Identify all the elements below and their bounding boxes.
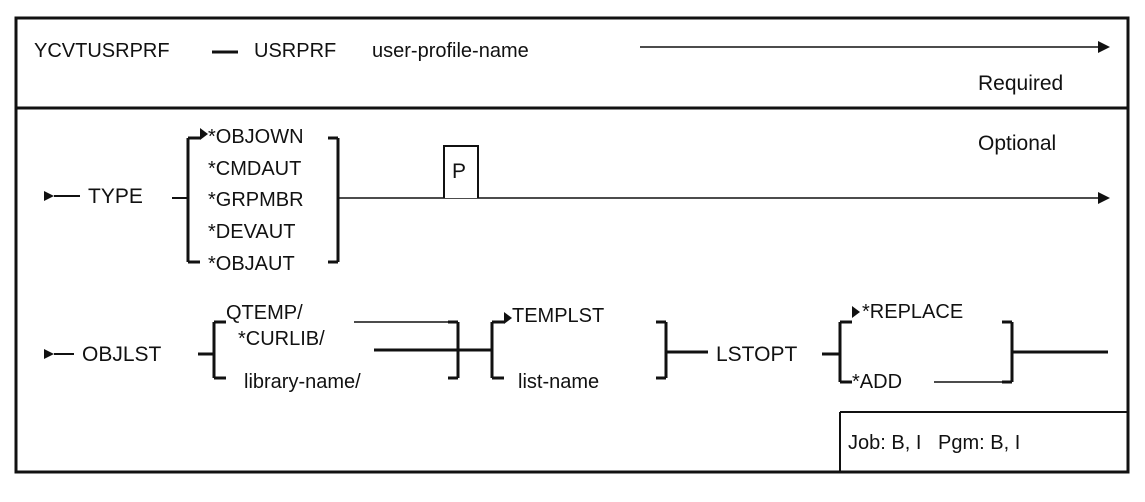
type-keyword: TYPE <box>88 185 143 208</box>
objlst-start-arrow-icon <box>44 349 54 359</box>
type-end-arrow-icon <box>1098 192 1110 204</box>
usrprf-keyword: USRPRF <box>254 40 336 62</box>
list-option-list-name: list-name <box>518 371 599 393</box>
type-value-devaut: *DEVAUT <box>208 221 295 243</box>
lstopt-keyword: LSTOPT <box>716 343 797 366</box>
type-value-cmdaut: *CMDAUT <box>208 158 301 180</box>
objlst-keyword: OBJLST <box>82 343 162 366</box>
lstopt-value-add: *ADD <box>852 371 902 393</box>
user-profile-name-param: user-profile-name <box>372 40 529 62</box>
type-value-objaut: *OBJAUT <box>208 253 295 275</box>
environment-info: Job: B, I Pgm: B, I <box>848 432 1020 454</box>
positional-marker: P <box>452 160 466 183</box>
library-option-curlib: *CURLIB/ <box>238 328 325 350</box>
type-value-objown: *OBJOWN <box>208 126 304 148</box>
lstopt-value-replace: *REPLACE <box>862 301 963 323</box>
positional-marker-box <box>443 145 479 198</box>
type-default-arrow-icon <box>200 128 208 140</box>
type-value-grpmbr: *GRPMBR <box>208 189 304 211</box>
library-bracket <box>212 320 460 380</box>
list-option-templst: TEMPLST <box>512 305 604 327</box>
lstopt-default-arrow-icon <box>852 306 860 318</box>
list-default-arrow-icon <box>504 312 512 324</box>
command-name: YCVTUSRPRF <box>34 40 170 62</box>
library-option-qtemp: QTEMP/ <box>226 302 303 324</box>
list-bracket <box>490 320 668 380</box>
optional-label: Optional <box>978 132 1056 155</box>
diagram-frame <box>14 16 1130 474</box>
type-start-arrow-icon <box>44 191 54 201</box>
library-option-library-name: library-name/ <box>244 371 361 393</box>
header-arrow-head-icon <box>1098 41 1110 53</box>
required-label: Required <box>978 72 1063 95</box>
type-bracket <box>186 136 340 264</box>
